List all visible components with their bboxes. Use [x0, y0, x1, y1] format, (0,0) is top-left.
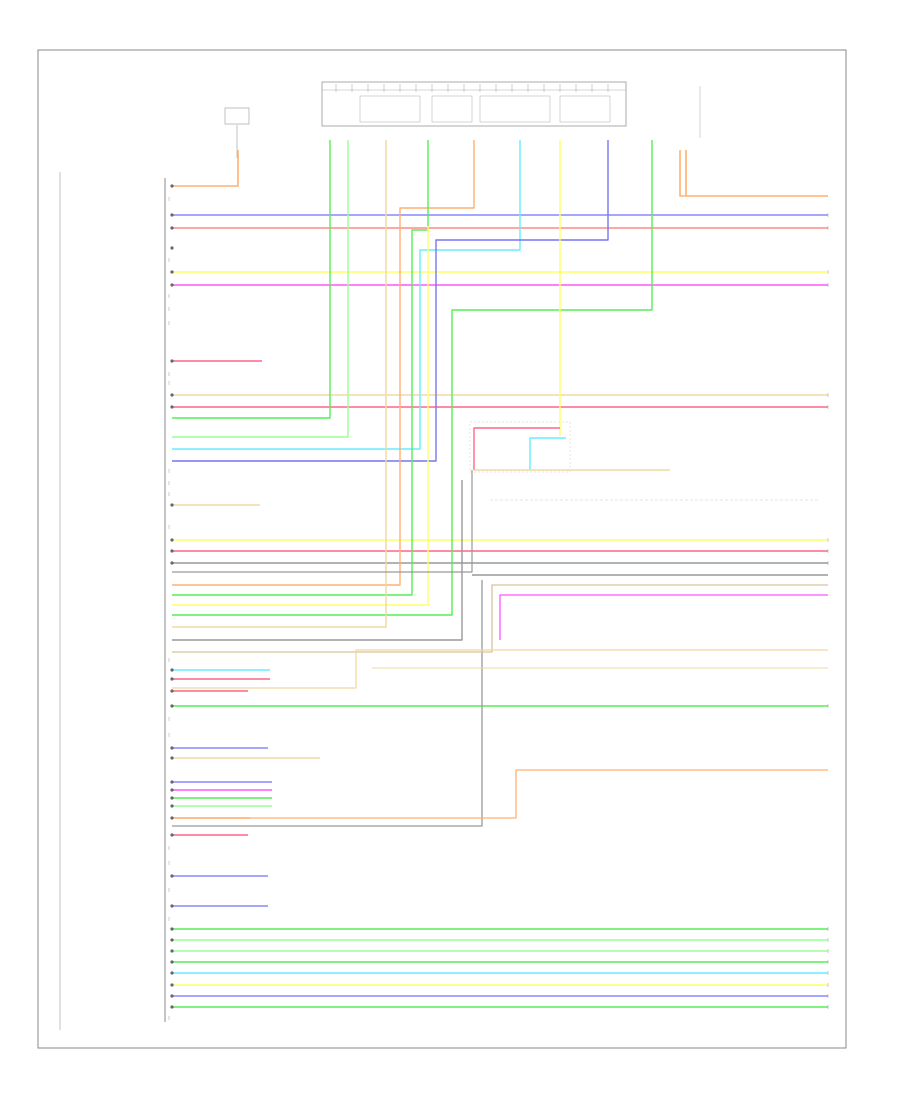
switch-wire-8 [172, 140, 653, 616]
module-pin-14 [170, 960, 174, 964]
module-pin-5 [170, 393, 174, 397]
module-pin-10 [170, 704, 174, 708]
switch-wire-5 [172, 140, 475, 586]
switch-wire-1 [172, 140, 331, 419]
seat-power-feed-wire [679, 150, 828, 197]
module-pin-6 [170, 405, 174, 409]
module-pin-3 [170, 270, 174, 274]
module-pin-16 [170, 983, 174, 987]
module-pin-12 [170, 938, 174, 942]
return-wire-3 [172, 584, 828, 653]
fuse-block [224, 107, 250, 125]
module-pin-2 [170, 226, 174, 230]
stub-pin-14 [170, 816, 174, 820]
splice-wire-red [473, 427, 560, 470]
module-pin-7 [170, 538, 174, 542]
return-wire-5 [499, 594, 828, 640]
label-marks-layer [168, 84, 829, 1020]
switch-wire-10 [172, 480, 463, 641]
return-wire-1 [172, 580, 483, 827]
module-pin-18 [170, 1005, 174, 1009]
stub-pin-4 [170, 746, 174, 750]
seat-switch-assembly [321, 81, 627, 127]
stub-pin-13 [170, 689, 174, 693]
switch-section-2 [431, 95, 473, 123]
stub-pin-15 [170, 833, 174, 837]
splice-region [469, 421, 571, 473]
battery-pin [170, 184, 174, 188]
module-pin-9 [170, 561, 174, 565]
stub-pin-3 [170, 677, 174, 681]
switch-wire-4 [172, 140, 609, 462]
module-pin-13 [170, 949, 174, 953]
module-pin-8 [170, 549, 174, 553]
gnd-link-wire [172, 470, 473, 573]
switch-section-1 [359, 95, 421, 123]
stub-pin-12 [170, 503, 174, 507]
module-pin-4 [170, 283, 174, 287]
connector-dots-layer [170, 184, 174, 1009]
switch-section-3 [479, 95, 551, 123]
module-pin-11 [170, 927, 174, 931]
return-wire-4 [172, 649, 828, 689]
switch-wire-2 [172, 140, 349, 438]
stub-pin-9 [170, 804, 174, 808]
stub-pin-11 [170, 904, 174, 908]
stub-pin-7 [170, 788, 174, 792]
module-pin-17 [170, 994, 174, 998]
stub-pin-6 [170, 780, 174, 784]
module-pin-15 [170, 971, 174, 975]
stub-pin-2 [170, 668, 174, 672]
module-pin-1 [170, 213, 174, 217]
switch-wire-7 [172, 226, 429, 606]
switch-section-4 [559, 95, 611, 123]
switch-wire-3 [172, 140, 521, 450]
stub-pin-1 [170, 359, 174, 363]
splice-wire-cyan [529, 437, 566, 470]
ground-pin [170, 246, 174, 250]
battery-feed-wire [172, 150, 239, 187]
diagram-border [37, 49, 847, 1049]
stub-pin-8 [170, 796, 174, 800]
wire-layer [172, 140, 828, 1008]
switch-wire-9 [172, 140, 387, 628]
stub-pin-10 [170, 874, 174, 878]
switch-wire-6 [172, 140, 429, 596]
return-wire-2 [172, 769, 828, 819]
stub-pin-5 [170, 756, 174, 760]
